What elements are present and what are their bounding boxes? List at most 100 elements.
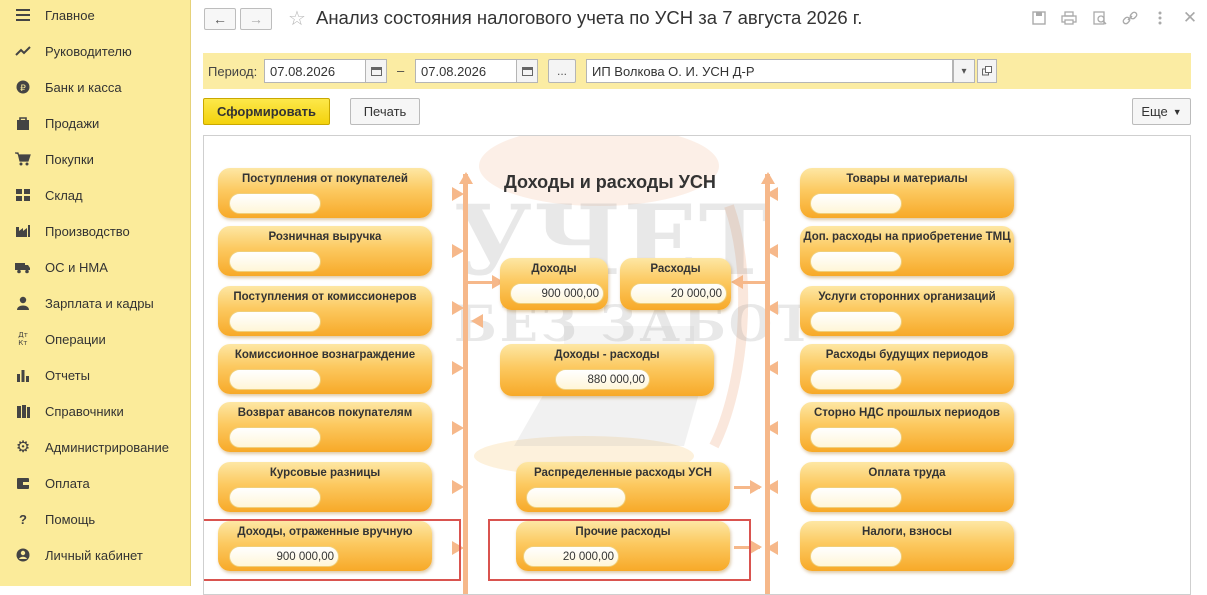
card-commission-fee[interactable]: Комиссионное вознаграждение [218,344,432,394]
sidebar-item-label: Отчеты [45,367,90,383]
card-income[interactable]: Доходы 900 000,00 [500,258,608,310]
card-caption: Прочие расходы [575,526,671,538]
sidebar: Главное Руководителю ₽ Банк и касса Прод… [0,0,191,586]
open-icon[interactable] [977,59,997,83]
card-caption: Доходы [531,263,577,275]
sidebar-item-label: Руководителю [45,43,132,59]
bag-icon [12,115,34,131]
preview-icon[interactable] [1092,10,1108,26]
card-income-minus-expenses[interactable]: Доходы - расходы 880 000,00 [500,344,714,396]
back-button[interactable]: ← [204,8,236,30]
card-expenses[interactable]: Расходы 20 000,00 [620,258,731,310]
save-icon[interactable] [1031,10,1047,26]
sidebar-item-label: Оплата [45,475,90,491]
card-future-expenses[interactable]: Расходы будущих периодов [800,344,1014,394]
connector-line [735,281,765,284]
sidebar-item-label: Производство [45,223,130,239]
sidebar-item-account[interactable]: Личный кабинет [0,538,190,572]
sidebar-item-sales[interactable]: Продажи [0,106,190,140]
arrow-left-icon [766,187,778,201]
card-taxes-contributions[interactable]: Налоги, взносы [800,521,1014,571]
sidebar-item-payment[interactable]: Оплата [0,466,190,500]
arrow-right-icon [750,480,762,494]
period-label: Период: [208,64,258,79]
sidebar-item-admin[interactable]: ⚙ Администрирование [0,430,190,464]
period-select-button[interactable]: ... [548,59,576,83]
card-other-expenses[interactable]: Прочие расходы 20 000,00 [516,521,730,571]
menu-icon [12,7,34,23]
close-icon[interactable]: ✕ [1182,8,1198,27]
card-retail-revenue[interactable]: Розничная выручка [218,226,432,276]
arrow-right-icon [452,361,464,375]
chevron-down-icon[interactable]: ▾ [953,59,975,83]
sidebar-item-directories[interactable]: Справочники [0,394,190,428]
print-icon[interactable] [1061,10,1077,26]
card-distributed-expenses[interactable]: Распределенные расходы УСН [516,462,730,512]
person-icon [12,295,34,311]
period-from-input[interactable]: 07.08.2026 [264,59,366,83]
sidebar-item-main[interactable]: Главное [0,0,190,32]
sidebar-item-production[interactable]: Производство [0,214,190,248]
sidebar-item-label: Покупки [45,151,94,167]
gear-icon: ⚙ [15,439,31,456]
period-to-input[interactable]: 07.08.2026 [415,59,517,83]
sidebar-item-label: ОС и НМА [45,259,108,275]
chevron-down-icon: ▼ [1172,106,1182,117]
print-button[interactable]: Печать [350,98,420,125]
more-vertical-icon[interactable] [1152,10,1168,26]
highlight-frame [204,519,461,581]
card-value [229,487,321,508]
page-title: Анализ состояния налогового учета по УСН… [316,7,863,28]
star-icon[interactable]: ☆ [288,8,306,30]
sidebar-item-payroll[interactable]: Зарплата и кадры [0,286,190,320]
card-payroll[interactable]: Оплата труда [800,462,1014,512]
card-caption: Услуги сторонних организаций [818,291,996,303]
sidebar-item-label: Операции [45,331,106,347]
card-vat-reversal[interactable]: Сторно НДС прошлых периодов [800,402,1014,452]
more-button[interactable]: Еще▼ [1132,98,1191,125]
card-caption: Доходы, отраженные вручную [237,526,413,538]
card-caption: Курсовые разницы [269,467,381,479]
arrow-right-icon [452,187,464,201]
sidebar-item-fixed-assets[interactable]: ОС и НМА [0,250,190,284]
card-receipts-from-buyers[interactable]: Поступления от покупателей [218,168,432,218]
card-receipts-from-commissioners[interactable]: Поступления от комиссионеров [218,286,432,336]
card-exchange-differences[interactable]: Курсовые разницы [218,462,432,512]
card-advance-refunds[interactable]: Возврат авансов покупателям [218,402,432,452]
sidebar-item-label: Банк и касса [45,79,122,95]
card-extra-purchase-costs[interactable]: Доп. расходы на приобретение ТМЦ [800,226,1014,276]
card-caption: Оплата труда [868,467,946,479]
sidebar-item-warehouse[interactable]: Склад [0,178,190,212]
card-manual-income[interactable]: Доходы, отраженные вручную 900 000,00 [218,521,432,571]
arrow-left-icon: ← [213,11,227,27]
sidebar-item-help[interactable]: ? Помощь [0,502,190,536]
bar-chart-icon [12,367,34,383]
organization-input[interactable]: ИП Волкова О. И. УСН Д-Р [586,59,953,83]
calendar-icon[interactable] [516,59,538,83]
report-area: УЧЕТ БЕЗ ЗАБОТ Доходы и расходы УСН Пост… [203,135,1191,595]
sidebar-item-label: Помощь [45,511,96,527]
card-value [229,427,321,448]
card-value [810,251,902,272]
arrow-right-icon [750,540,762,554]
card-caption: Сторно НДС прошлых периодов [814,407,1000,419]
card-goods-materials[interactable]: Товары и материалы [800,168,1014,218]
card-third-party-services[interactable]: Услуги сторонних организаций [800,286,1014,336]
wallet-icon [12,475,34,491]
sidebar-item-purchases[interactable]: Покупки [0,142,190,176]
books-icon [12,403,34,419]
calendar-icon[interactable] [365,59,387,83]
sidebar-item-reports[interactable]: Отчеты [0,358,190,392]
arrow-right-icon: → [249,11,263,27]
sidebar-item-bank[interactable]: ₽ Банк и касса [0,70,190,104]
card-value [526,487,626,508]
card-value [810,487,902,508]
link-icon[interactable] [1122,10,1138,26]
sidebar-item-manager[interactable]: Руководителю [0,34,190,68]
report-title: Доходы и расходы УСН [504,172,716,192]
generate-button[interactable]: Сформировать [203,98,330,125]
forward-button[interactable]: → [240,8,272,30]
card-caption: Доходы - расходы [554,349,660,361]
arrow-up-icon [761,172,775,184]
